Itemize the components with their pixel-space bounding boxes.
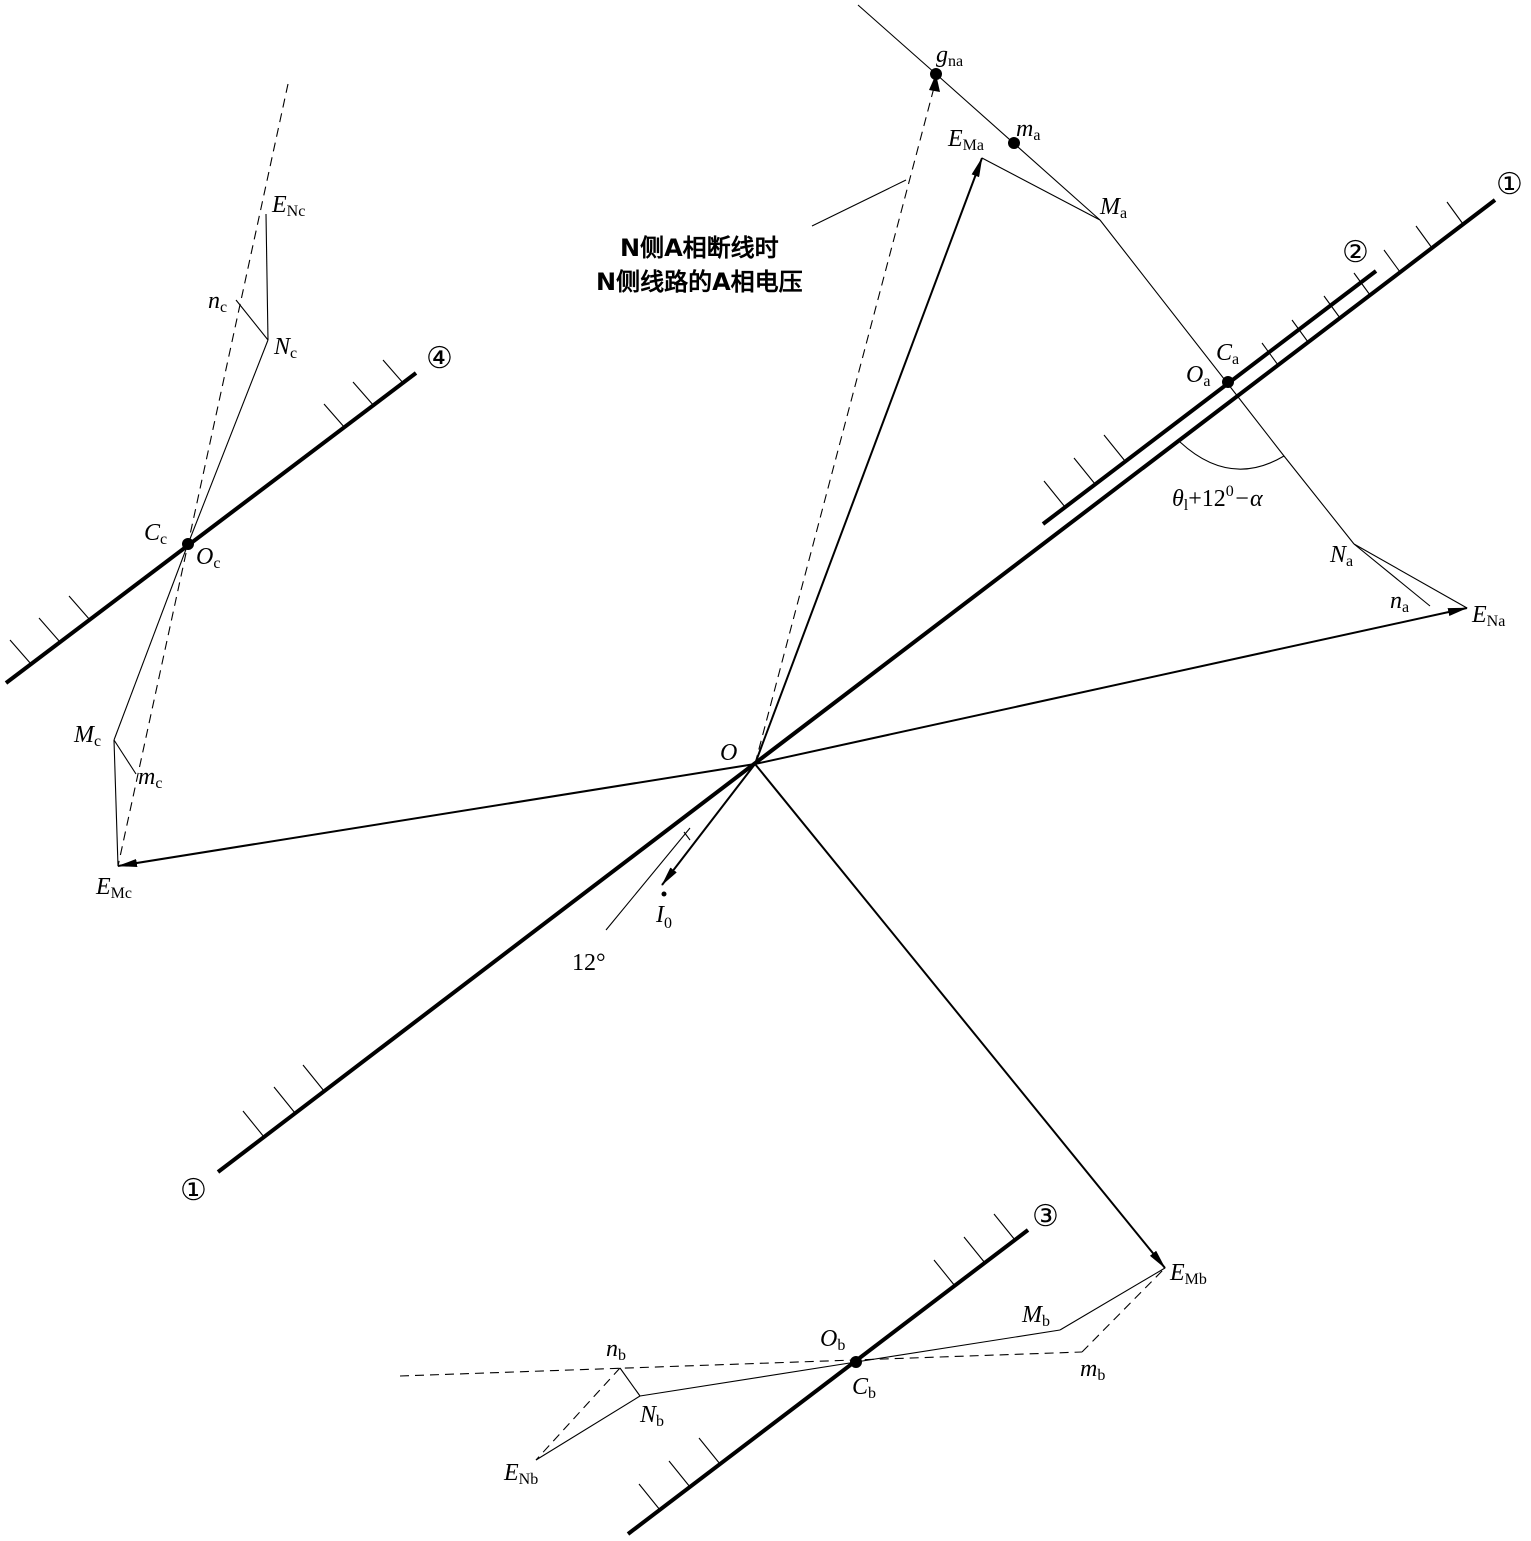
boundary-markers: ① ① ② ③ ④ — [180, 167, 1523, 1234]
point-C-a — [1222, 376, 1234, 388]
hatch-marks-line-1-lower — [242, 1064, 325, 1138]
phase-c-construction — [113, 83, 289, 867]
label-E-Mb: EMb — [1169, 1260, 1207, 1288]
arrowhead-g-na — [929, 74, 940, 92]
angle-arc-theta — [1179, 441, 1285, 470]
label-M-a: Ma — [1099, 194, 1127, 222]
label-theta-expression: θl+120−α — [1172, 483, 1263, 514]
annotation-line-1: N侧A相断线时 — [620, 234, 779, 262]
point-m-a — [1008, 137, 1020, 149]
label-I-0: I0 — [655, 902, 672, 932]
label-n-b: nb — [606, 1336, 626, 1364]
label-E-Nb: ENb — [503, 1460, 538, 1488]
label-E-Nc: ENc — [271, 192, 305, 220]
label-O: O — [720, 740, 737, 766]
marker-line1-bottom: ① — [180, 1173, 207, 1208]
angle-12-marker — [605, 827, 691, 931]
label-M-b: Mb — [1021, 1302, 1050, 1330]
boundary-line-4 — [4, 359, 418, 685]
label-C-a: Ca — [1216, 340, 1239, 368]
label-m-a: ma — [1016, 116, 1040, 144]
label-M-c: Mc — [73, 722, 101, 750]
label-N-b: Nb — [639, 1402, 664, 1430]
point-labels: O gna ma EMa Ma Ca Oa Na na ENa θl+120−α… — [73, 42, 1505, 1488]
annotation-leader — [811, 179, 907, 227]
boundary-line-1 — [216, 198, 1497, 1174]
label-E-Ma: EMa — [947, 126, 984, 154]
label-m-c: mc — [138, 764, 162, 792]
point-g-na — [930, 68, 942, 80]
vector-E-Mb — [754, 763, 1166, 1269]
marker-line1-top: ① — [1496, 167, 1523, 202]
label-angle-12: 12° — [572, 950, 606, 976]
label-E-Na: ENa — [1471, 602, 1505, 630]
boundary-line-3 — [626, 1213, 1030, 1536]
phase-a-construction — [857, 4, 1468, 609]
point-C-b — [850, 1356, 862, 1368]
annotation-line-2: N侧线路的A相电压 — [596, 268, 803, 296]
boundary-line-2 — [1041, 269, 1378, 526]
label-n-c: nc — [208, 288, 227, 316]
marker-line3: ③ — [1032, 1199, 1059, 1234]
vector-E-Ma — [754, 157, 983, 765]
label-I-0-dot — [661, 891, 667, 897]
label-m-b: mb — [1080, 1356, 1105, 1384]
label-N-a: Na — [1329, 542, 1353, 570]
label-O-c: Oc — [196, 544, 220, 572]
phasor-vectors — [117, 74, 1468, 1269]
label-C-b: Cb — [852, 1374, 876, 1402]
vector-g-na-dashed — [754, 79, 937, 765]
marker-line2: ② — [1342, 235, 1369, 270]
vector-I0 — [661, 763, 756, 886]
vector-E-Mc — [117, 763, 756, 867]
phase-b-construction — [399, 1267, 1166, 1461]
marker-line4: ④ — [426, 341, 453, 376]
label-E-Mc: EMc — [95, 874, 132, 902]
vector-E-Na — [754, 607, 1468, 765]
label-N-c: Nc — [273, 334, 297, 362]
annotation-text: N侧A相断线时 N侧线路的A相电压 — [596, 234, 803, 296]
label-O-b: Ob — [820, 1326, 845, 1354]
label-g-na: gna — [936, 42, 963, 70]
label-O-a: Oa — [1186, 362, 1210, 390]
point-C-c — [182, 538, 194, 550]
label-C-c: Cc — [144, 520, 167, 548]
label-n-a: na — [1390, 588, 1409, 616]
